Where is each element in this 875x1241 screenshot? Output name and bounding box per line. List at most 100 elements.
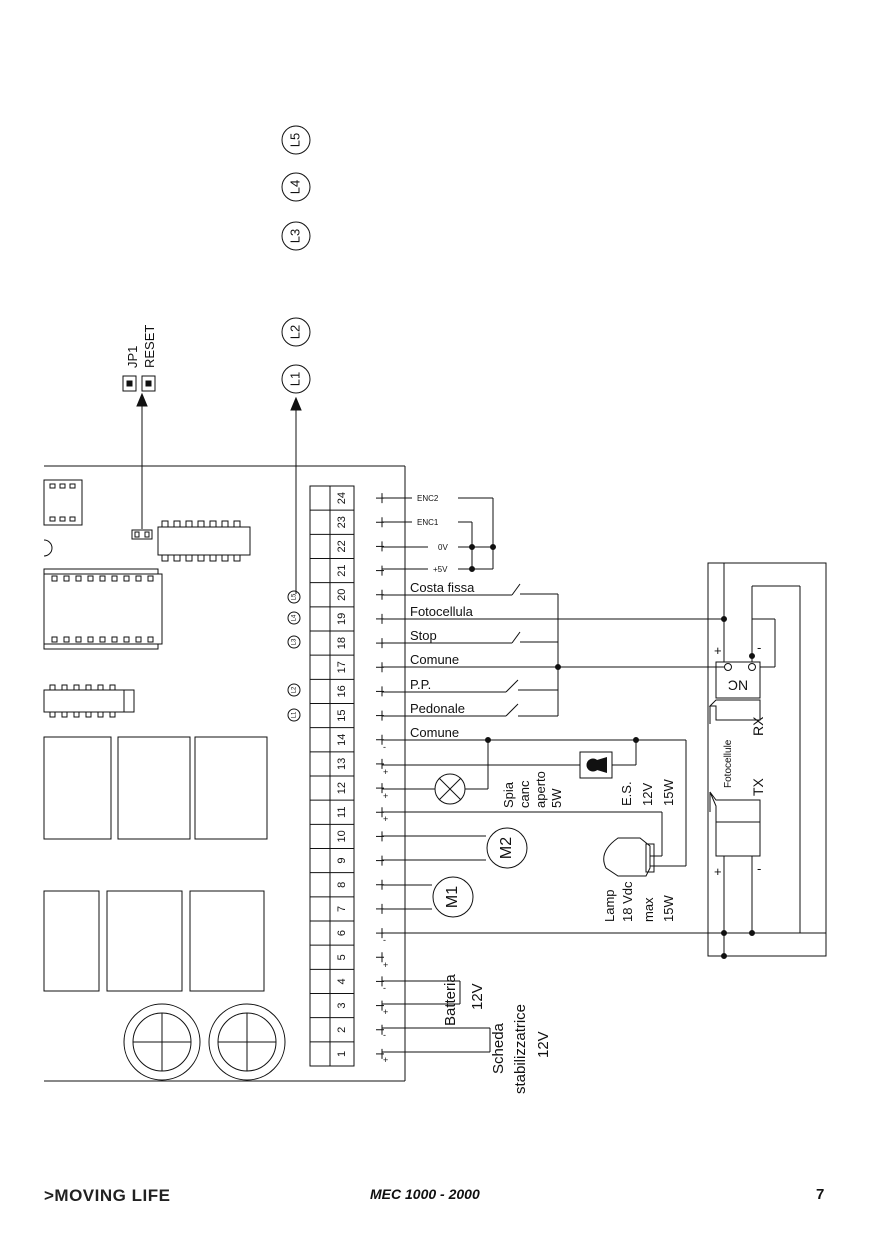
jumper-jp1: JP1 RESET bbox=[122, 325, 157, 392]
terminal-number: 2 bbox=[336, 1027, 348, 1033]
terminal-number: 4 bbox=[336, 978, 348, 984]
svg-text:max: max bbox=[641, 897, 656, 922]
svg-text:L3: L3 bbox=[287, 229, 302, 243]
terminal-number: 16 bbox=[336, 685, 348, 697]
terminal-number: 1 bbox=[336, 1051, 348, 1057]
ic-top-left bbox=[43, 479, 83, 526]
ic-microcontroller bbox=[43, 568, 163, 650]
electric-lock-symbol bbox=[579, 751, 613, 779]
svg-text:E.S.: E.S. bbox=[619, 781, 634, 806]
terminal-number: 6 bbox=[336, 930, 348, 936]
terminal-number: 22 bbox=[336, 540, 348, 552]
zero-v-label: 0V bbox=[438, 543, 448, 552]
input-comune: Comune bbox=[410, 652, 459, 667]
svg-text:L2: L2 bbox=[292, 686, 298, 693]
terminal-polarity-marks: - + + + - + - + - + bbox=[383, 742, 388, 1065]
fuse-1 bbox=[123, 1003, 201, 1081]
board-led-l1: L1 bbox=[287, 708, 301, 722]
svg-text:12V: 12V bbox=[469, 983, 486, 1010]
spia-label: Spia canc aperto 5W bbox=[501, 771, 564, 808]
brand-logo-text: >MOVING LIFE bbox=[44, 1186, 171, 1205]
nc-contact-label: NC bbox=[728, 677, 748, 693]
terminal-number: 9 bbox=[336, 858, 348, 864]
svg-text:-: - bbox=[383, 742, 386, 752]
terminal-number: 23 bbox=[336, 516, 348, 528]
flashing-lamp-symbol bbox=[603, 837, 655, 877]
spia-lamp-symbol bbox=[434, 773, 466, 805]
model-name: MEC 1000 - 2000 bbox=[370, 1186, 480, 1202]
input-wiring bbox=[382, 583, 724, 717]
terminal-number: 5 bbox=[336, 954, 348, 960]
terminal-number: 7 bbox=[336, 906, 348, 912]
terminal-number: 19 bbox=[336, 613, 348, 625]
svg-text:-: - bbox=[383, 983, 386, 993]
svg-text:RESET: RESET bbox=[142, 325, 157, 368]
svg-text:+: + bbox=[383, 791, 388, 801]
svg-text:+: + bbox=[383, 1007, 388, 1017]
terminal-number: 15 bbox=[336, 709, 348, 721]
svg-text:12V: 12V bbox=[640, 783, 655, 806]
encoder-wiring bbox=[382, 497, 496, 572]
es-label: E.S. 12V 15W bbox=[619, 779, 676, 806]
svg-text:L4: L4 bbox=[292, 614, 298, 621]
terminal-number: 8 bbox=[336, 882, 348, 888]
photocell-tx bbox=[709, 791, 761, 857]
input-pedonale: Pedonale bbox=[410, 701, 465, 716]
lamp-label: Lamp 18 Vdc max 15W bbox=[602, 881, 676, 922]
motor-m1: M1 bbox=[432, 876, 474, 918]
input-fotocellula: Fotocellula bbox=[410, 604, 474, 619]
led-l5: L5 bbox=[281, 125, 311, 155]
arrow-l1 bbox=[290, 396, 302, 594]
svg-text:15W: 15W bbox=[661, 779, 676, 806]
arrow-jp1 bbox=[136, 392, 148, 529]
terminal-number: 14 bbox=[336, 734, 348, 746]
relays-row2 bbox=[43, 890, 265, 992]
svg-text:18 Vdc: 18 Vdc bbox=[620, 881, 635, 922]
batteria-label: Batteria 12V bbox=[442, 974, 486, 1026]
svg-text:L4: L4 bbox=[287, 180, 302, 194]
svg-text:Scheda: Scheda bbox=[490, 1022, 507, 1074]
enc1-label: ENC1 bbox=[417, 518, 439, 527]
svg-text:+: + bbox=[383, 1055, 388, 1065]
rx-minus: - bbox=[757, 640, 761, 655]
input-costa-fissa: Costa fissa bbox=[410, 580, 475, 595]
rx-label: RX bbox=[750, 716, 766, 736]
small-jumper bbox=[131, 529, 153, 540]
plus5v-label: +5V bbox=[433, 565, 448, 574]
input-comune-2: Comune bbox=[410, 725, 459, 740]
tx-minus: - bbox=[757, 861, 761, 876]
photocell-rx bbox=[708, 661, 761, 724]
relays-row1 bbox=[43, 736, 268, 840]
motor-m2: M2 bbox=[486, 827, 528, 869]
svg-text:+: + bbox=[383, 767, 388, 777]
photocell-wiring bbox=[707, 562, 827, 959]
terminal-number: 11 bbox=[336, 807, 348, 818]
capacitor-partial bbox=[43, 539, 53, 557]
svg-text:L5: L5 bbox=[292, 593, 298, 600]
board-led-l4: L4 bbox=[287, 611, 301, 625]
svg-text:L1: L1 bbox=[292, 711, 298, 718]
terminal-number: 17 bbox=[336, 661, 348, 673]
svg-text:+: + bbox=[383, 814, 388, 824]
terminal-number: 18 bbox=[336, 637, 348, 649]
enc2-label: ENC2 bbox=[417, 494, 439, 503]
terminal-number: 10 bbox=[336, 830, 348, 842]
led-l3: L3 bbox=[281, 221, 311, 251]
scheda-label: Scheda stabilizzatrice 12V bbox=[490, 1004, 552, 1094]
fotocellule-label: Fotocellule bbox=[723, 739, 734, 788]
tx-plus: + bbox=[714, 864, 722, 879]
svg-text:12V: 12V bbox=[535, 1031, 552, 1058]
svg-text:JP1: JP1 bbox=[125, 346, 140, 368]
svg-text:+: + bbox=[383, 960, 388, 970]
svg-text:L2: L2 bbox=[287, 325, 302, 339]
board-led-l2: L2 bbox=[287, 683, 301, 697]
led-l1: L1 bbox=[281, 364, 311, 394]
svg-text:stabilizzatrice: stabilizzatrice bbox=[512, 1004, 529, 1094]
terminal-number: 20 bbox=[336, 589, 348, 601]
svg-text:-: - bbox=[383, 935, 386, 945]
terminal-number: 3 bbox=[336, 1003, 348, 1009]
terminal-number: 24 bbox=[336, 492, 348, 504]
fuse-2 bbox=[208, 1003, 286, 1081]
